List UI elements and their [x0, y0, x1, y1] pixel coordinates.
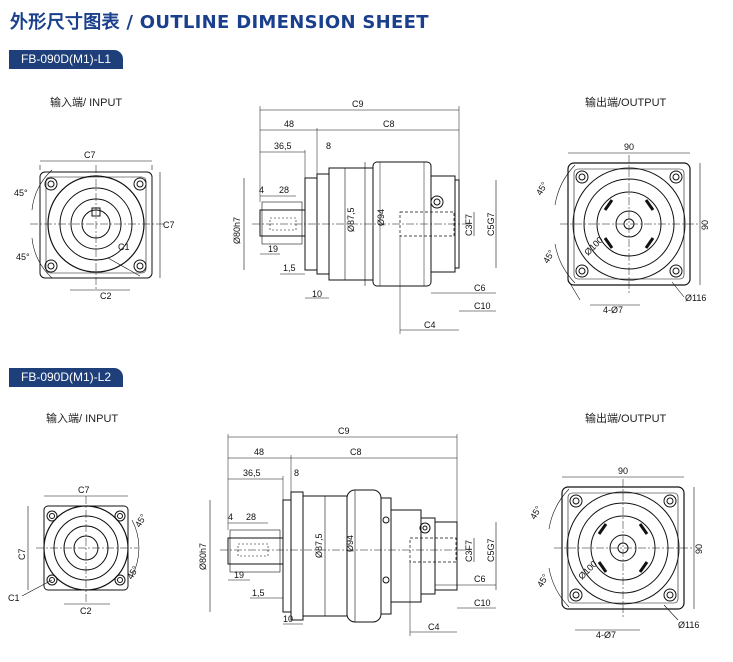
dim-c1-l1: C1: [118, 242, 130, 252]
angle-bot-l1: 45°: [16, 252, 30, 262]
dim-36-5-l2: 36,5: [243, 468, 261, 478]
output-label-l1: 输出端/OUTPUT: [585, 97, 667, 109]
dim-1-5-l1: 1,5: [283, 263, 296, 273]
output-label-l2: 输出端/OUTPUT: [585, 413, 667, 425]
dim-c5-l2: C5G7: [486, 538, 496, 562]
dim-87-5-l1: Ø87,5: [346, 207, 356, 232]
angle-bot-l2: 45°: [125, 564, 141, 581]
dim-c2-l1: C2: [100, 291, 112, 301]
dim-c2-l2: C2: [80, 606, 92, 616]
dim-48-l1: 48: [284, 119, 294, 129]
dim-4-l1: 4: [259, 185, 264, 195]
dim-c7-side-l2: C7: [17, 548, 27, 560]
model-badge-l1: FB-090D(M1)-L1: [9, 50, 124, 69]
output-view-l2: [548, 476, 695, 631]
side-view-l2: [209, 434, 497, 636]
dim-c9-l1: C9: [352, 99, 364, 109]
dim-90-top-l1: 90: [624, 142, 634, 152]
side-view-l1: [243, 106, 497, 334]
dim-8-l1: 8: [326, 141, 331, 151]
dim-c6-l1: C6: [474, 283, 486, 293]
dim-c1-l2: C1: [8, 593, 20, 603]
dim-c8-l1: C8: [383, 119, 395, 129]
input-view-l1: [30, 160, 165, 291]
angle-top-l1: 45°: [14, 188, 28, 198]
dim-c7-top-l1: C7: [84, 150, 96, 160]
dim-36-5-l1: 36,5: [274, 141, 292, 151]
angle-top-l2: 45°: [133, 512, 149, 529]
input-label-l2: 输入端/ INPUT: [46, 413, 119, 425]
dim-holes-l2: 4-Ø7: [596, 630, 616, 640]
dim-c5-l1: C5G7: [486, 212, 496, 236]
dim-holes-l1: 4-Ø7: [603, 305, 623, 315]
dim-c10-l1: C10: [474, 301, 491, 311]
model-badge-l2: FB-090D(M1)-L2: [9, 368, 124, 387]
input-label-l1: 输入端/ INPUT: [50, 97, 123, 109]
dim-80-l1: Ø80h7: [232, 217, 242, 244]
dim-90-side-l2: 90: [694, 544, 704, 554]
dim-c4-l2: C4: [428, 622, 440, 632]
dim-10-l1: 10: [312, 289, 322, 299]
dim-28-l1: 28: [279, 185, 289, 195]
dim-1-5-l2: 1,5: [252, 588, 265, 598]
dim-94-l1: Ø94: [376, 209, 386, 226]
dim-28-l2: 28: [246, 512, 256, 522]
dim-100-l2: Ø100: [576, 559, 599, 582]
dim-c10-l2: C10: [474, 598, 491, 608]
dim-116-l2: Ø116: [678, 620, 699, 630]
dim-c3-l2: C3F7: [464, 540, 474, 562]
dim-80-l2: Ø80h7: [198, 543, 208, 570]
dim-48-l2: 48: [254, 447, 264, 457]
dim-8-l2: 8: [294, 468, 299, 478]
output-view-l1: [554, 152, 701, 306]
dim-10-l2: 10: [283, 614, 293, 624]
page-title: 外形尺寸图表 / OUTLINE DIMENSION SHEET: [10, 12, 429, 33]
dim-c7-side-l1: C7: [163, 220, 175, 230]
dim-116-l1: Ø116: [685, 293, 706, 303]
dim-94-l2: Ø94: [345, 535, 355, 552]
dim-c3-l1: C3F7: [464, 214, 474, 236]
dim-c4-l1: C4: [424, 320, 436, 330]
angle-bot-out-l2: 45°: [535, 572, 551, 589]
dim-19-l1: 19: [268, 244, 278, 254]
dim-c6-l2: C6: [474, 574, 486, 584]
dim-87-5-l2: Ø87,5: [314, 533, 324, 558]
angle-top-out-l2: 45°: [528, 504, 544, 521]
dim-90-top-l2: 90: [618, 466, 628, 476]
dim-19-l2: 19: [234, 570, 244, 580]
dim-c9-l2: C9: [338, 426, 350, 436]
input-view-l2: [21, 495, 140, 605]
dim-c8-l2: C8: [350, 447, 362, 457]
dim-c7-top-l2: C7: [78, 485, 90, 495]
dim-90-side-l1: 90: [700, 220, 710, 230]
dim-4-l2: 4: [228, 512, 233, 522]
